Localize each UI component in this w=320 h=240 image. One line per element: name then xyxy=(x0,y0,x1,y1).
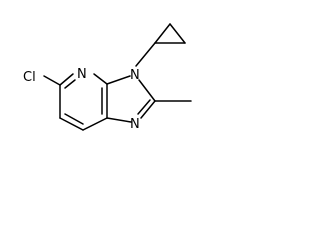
bond-n3-cyclopropyl xyxy=(135,42,156,67)
bond-c5-npy-inner xyxy=(64,79,76,89)
bond-c7-c6-inner xyxy=(64,113,84,125)
bond-n1-c7a xyxy=(106,117,132,123)
pyridine-nitrogen-label: N xyxy=(77,67,87,82)
bond-c7-c6 xyxy=(59,117,84,131)
bond-c3a-n3 xyxy=(106,75,131,85)
bond-c2-n1 xyxy=(140,100,156,119)
bond-npy-c3a xyxy=(93,73,108,85)
imidazole-ring xyxy=(106,75,156,123)
bond-n3-c2 xyxy=(138,79,156,102)
bond-cp-1 xyxy=(154,23,171,44)
pyridine-ring xyxy=(59,73,108,131)
imidazole-n3-label: N xyxy=(130,68,140,83)
bond-cp-2 xyxy=(169,23,186,44)
imidazole-n1-label: N xyxy=(130,117,140,132)
molecule-structure: Cl N N N xyxy=(23,23,192,132)
chlorine-label: Cl xyxy=(23,70,36,85)
bond-c5-cl xyxy=(43,75,61,86)
bond-c7a-c7 xyxy=(82,117,108,131)
bond-c2-n1-inner xyxy=(137,99,151,115)
bond-c5-npy xyxy=(59,73,74,86)
cyclopropyl-group xyxy=(135,23,186,67)
